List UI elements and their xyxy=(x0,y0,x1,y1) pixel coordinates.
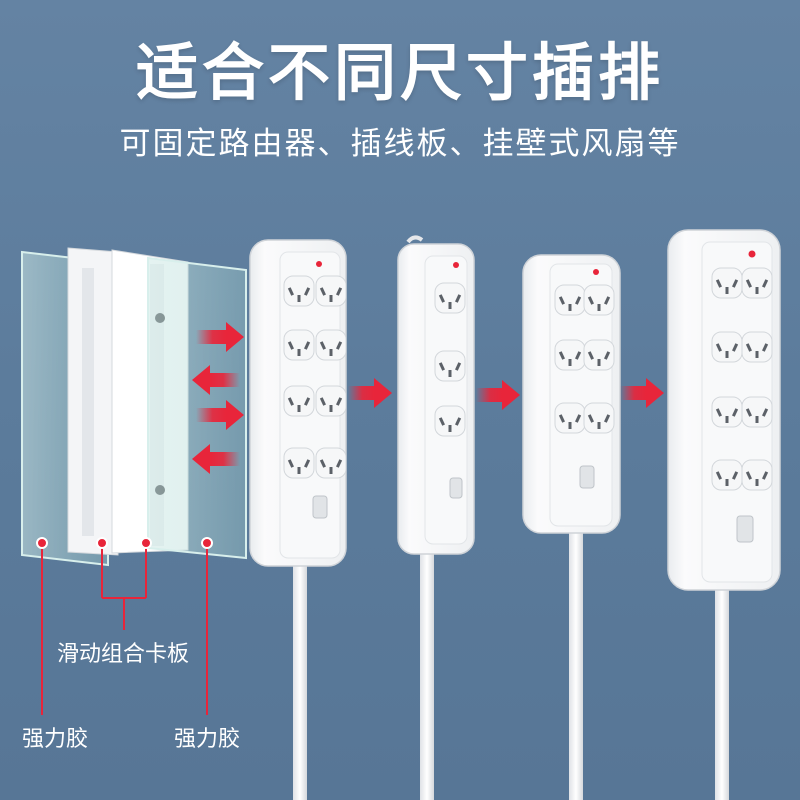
headline: 适合不同尺寸插排 xyxy=(135,36,664,109)
detach-arrow-icon xyxy=(192,365,240,395)
subheadline: 可固定路由器、插线板、挂壁式风扇等 xyxy=(119,126,681,162)
power-strip xyxy=(522,254,621,800)
power-strip xyxy=(249,239,347,800)
slide-plate-label: 滑动组合卡板 xyxy=(57,642,190,667)
attach-arrow-icon xyxy=(196,400,244,430)
power-strip xyxy=(397,235,475,800)
arrow-right-icon xyxy=(476,380,520,410)
adhesive-label-right: 强力胶 xyxy=(174,727,241,752)
indicator-dots xyxy=(36,537,213,549)
detach-arrow-icon xyxy=(192,444,240,474)
power-strip xyxy=(667,229,781,800)
slide-plate-back xyxy=(67,247,119,556)
leader-lines xyxy=(41,543,208,715)
attach-arrow-icon xyxy=(196,322,244,352)
adhesive-label-left: 强力胶 xyxy=(22,727,89,752)
arrow-right-icon xyxy=(348,378,392,408)
arrow-right-icon xyxy=(620,378,664,408)
